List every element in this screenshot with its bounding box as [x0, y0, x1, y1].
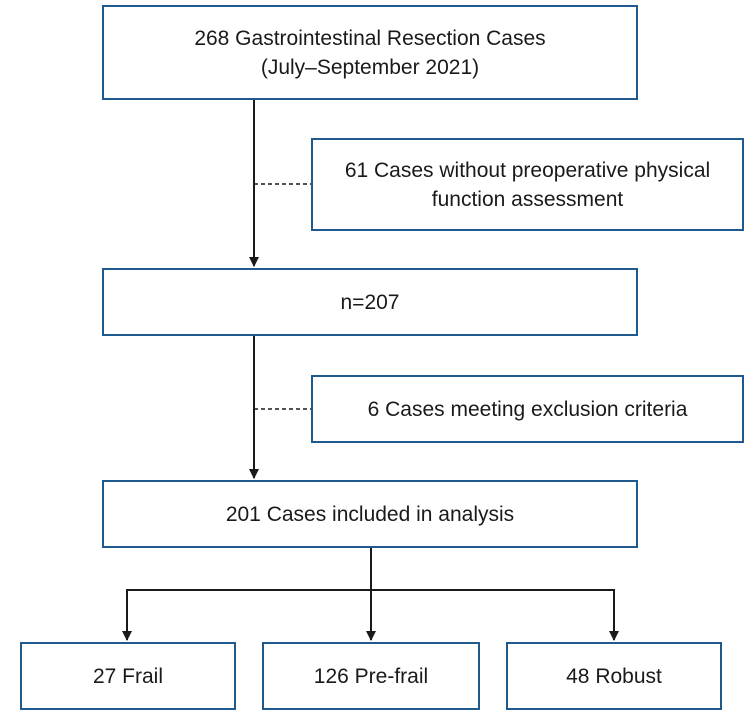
prefrail-group-label: 126 Pre-frail: [313, 664, 429, 688]
exclusion-1-label-line1: 61 Cases without preoperative physical: [344, 158, 711, 182]
exclusion-1-label-line2: function assessment: [431, 187, 624, 211]
total-cases-label: 268 Gastrointestinal Resection Cases: [194, 26, 546, 50]
exclusion-1-box: 61 Cases without preoperative physical f…: [311, 138, 744, 231]
included-cases-label: 201 Cases included in analysis: [225, 502, 515, 526]
prefrail-group-box: 126 Pre-frail: [262, 642, 480, 710]
remaining-cases-box: n=207: [102, 268, 638, 336]
robust-group-box: 48 Robust: [506, 642, 722, 710]
study-period-label: (July–September 2021): [260, 55, 480, 79]
remaining-cases-label: n=207: [340, 290, 400, 314]
exclusion-2-box: 6 Cases meeting exclusion criteria: [311, 375, 744, 443]
total-cases-box: 268 Gastrointestinal Resection Cases (Ju…: [102, 5, 638, 100]
frail-group-box: 27 Frail: [20, 642, 236, 710]
frail-group-label: 27 Frail: [92, 664, 164, 688]
robust-group-label: 48 Robust: [566, 664, 662, 688]
included-cases-box: 201 Cases included in analysis: [102, 480, 638, 548]
exclusion-2-label: 6 Cases meeting exclusion criteria: [367, 397, 688, 421]
